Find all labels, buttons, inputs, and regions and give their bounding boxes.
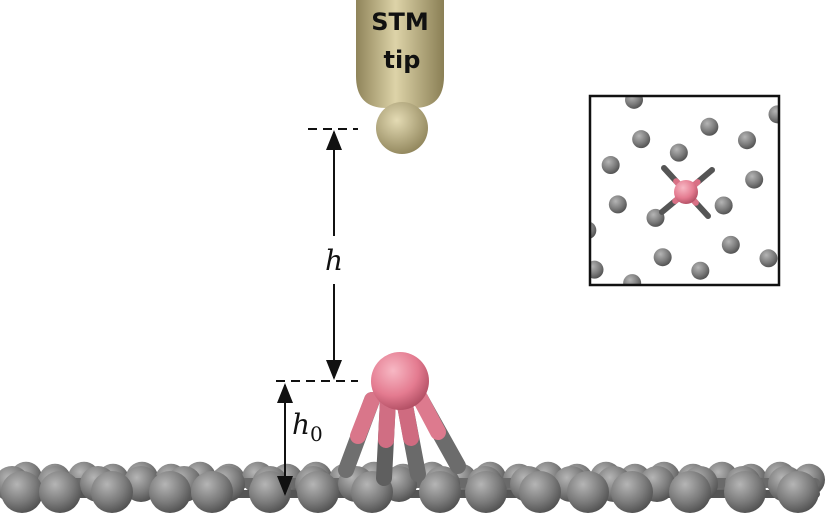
inset-carbon-atom [623, 274, 642, 285]
inset-carbon-atom [761, 66, 779, 84]
carbon-atom [465, 471, 507, 513]
adatom [371, 352, 429, 410]
inset-frame [588, 94, 781, 287]
inset-carbon-atom [555, 287, 573, 305]
inset-carbon-atom [691, 261, 710, 280]
carbon-atom [724, 471, 766, 513]
inset-carbon-atom [738, 131, 757, 150]
stm-tip-apex [376, 102, 428, 154]
inset-carbon-atom [653, 248, 672, 267]
inset-carbon-atom [557, 103, 575, 121]
inset-carbon-atom [656, 65, 674, 83]
carbon-atom [419, 471, 461, 513]
carbon-atom [297, 471, 339, 513]
inset-carbon-atom [783, 184, 801, 202]
inset-carbon-atom [625, 96, 644, 109]
height-markers [276, 128, 358, 496]
inset-carbon-atom [590, 260, 604, 279]
inset-carbon-atom [768, 105, 779, 124]
carbon-atom [567, 471, 609, 513]
carbon-atom [777, 471, 819, 513]
carbon-atom [191, 471, 233, 513]
h0-label-subscript: 0 [310, 422, 323, 446]
inset-carbon-atom [700, 117, 719, 136]
carbon-atom [1, 471, 43, 513]
stm-tip-label-line1: STM [371, 8, 429, 36]
inset-adatom [674, 180, 698, 204]
inset-carbon-atom [601, 156, 620, 175]
stm-tip: STM tip [356, 0, 444, 154]
inset-carbon-atom [564, 143, 582, 161]
carbon-atom [669, 471, 711, 513]
inset-carbon-atom [745, 170, 764, 189]
inset-carbon-atom [714, 196, 733, 215]
h0-label: h0 [292, 408, 323, 446]
carbon-atom [149, 471, 191, 513]
graphene-sheet [0, 461, 825, 513]
inset-carbon-atom [590, 221, 597, 239]
inset-carbon-atom [767, 289, 785, 307]
carbon-atom [39, 471, 81, 513]
carbon-atom [611, 471, 653, 513]
stm-tip-label-line2: tip [384, 46, 421, 74]
carbon-atom [519, 471, 561, 513]
inset-carbon-atom [790, 223, 808, 241]
inset-carbon-atom [698, 301, 716, 319]
h0-label-main: h [292, 408, 310, 441]
adatom-group [338, 352, 466, 486]
inset-carbon-atom [721, 235, 740, 254]
inset-carbon-atom [669, 143, 688, 162]
inset-carbon-atom [587, 77, 605, 95]
stm-tip-body [356, 0, 444, 108]
inset-carbon-atom [608, 195, 627, 214]
h-label: h [325, 244, 343, 277]
inset-lattice [555, 65, 808, 319]
top-view-inset [555, 65, 808, 319]
inset-carbon-atom [632, 130, 651, 149]
carbon-atom [91, 471, 133, 513]
inset-carbon-atom [699, 96, 705, 97]
inset-carbon-atom [759, 249, 778, 268]
